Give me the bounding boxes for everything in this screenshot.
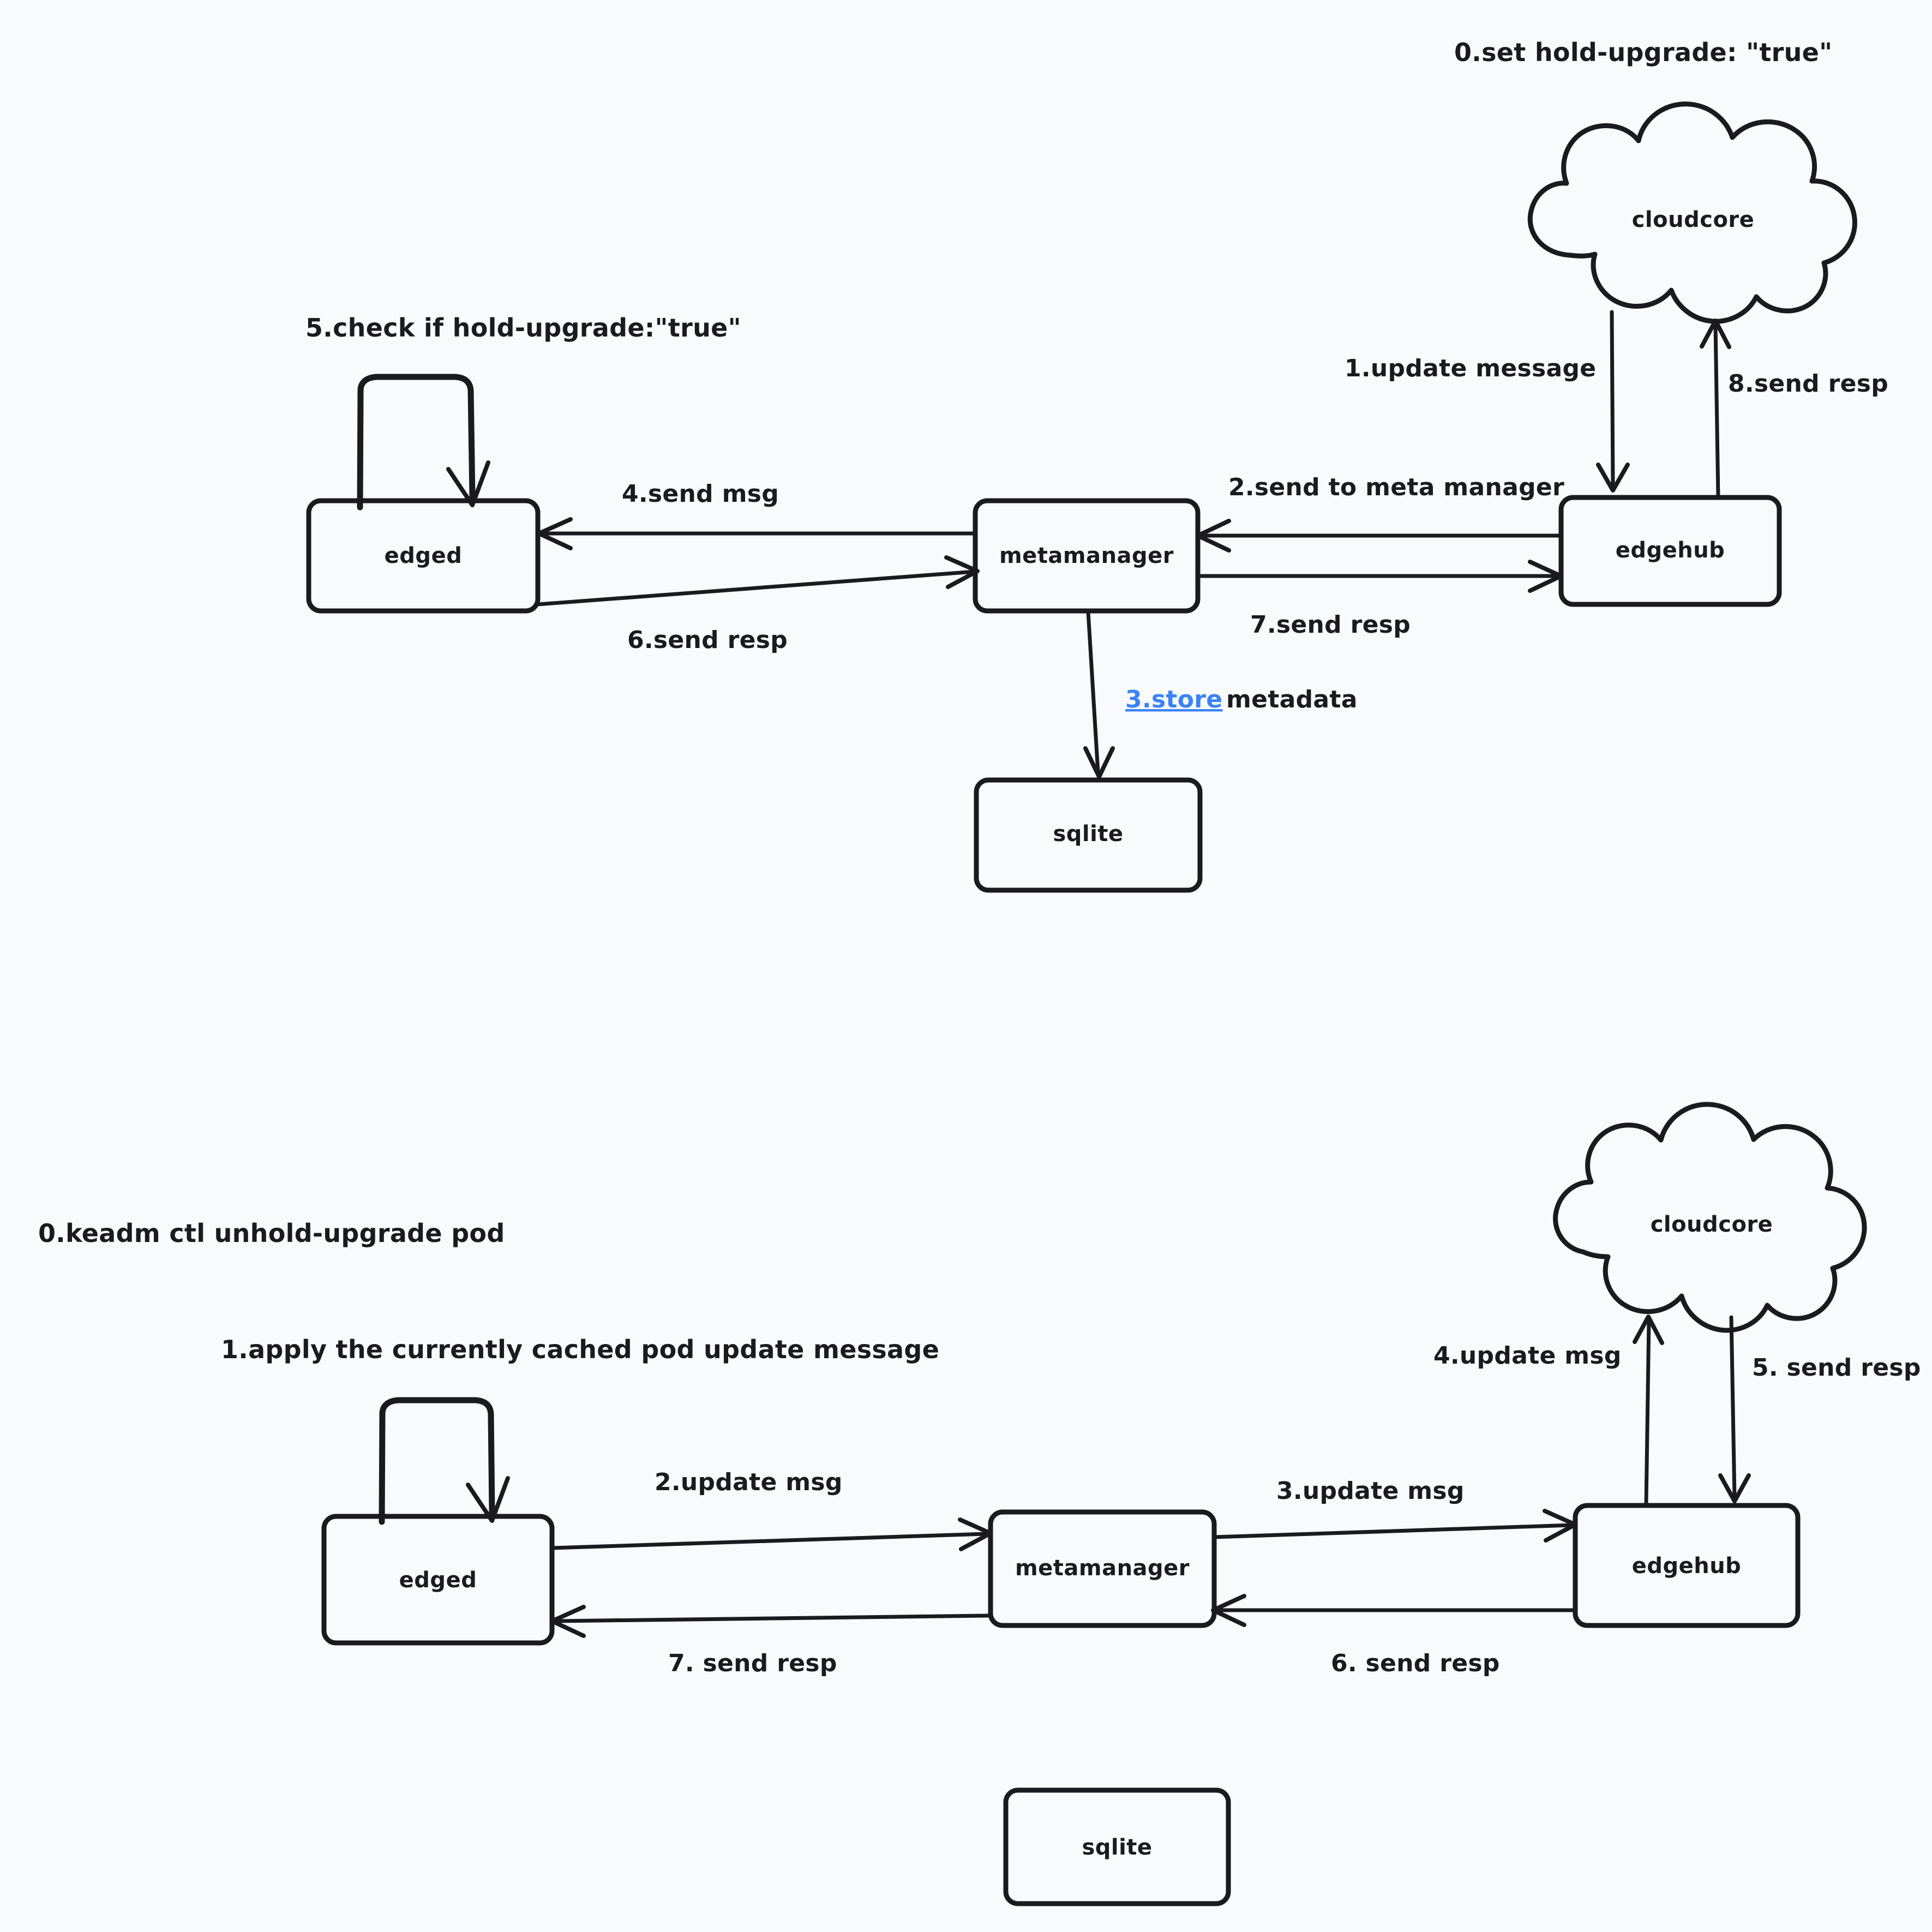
edge-5-check-hold-upgrade-selfloop: 5.check if hold-upgrade:"true": [305, 313, 741, 511]
edge-label-2-update-msg: 2.update msg: [655, 1468, 843, 1496]
edge-label-3-update-msg: 3.update msg: [1276, 1477, 1465, 1505]
edge-1-update-message: 1.update message: [1345, 310, 1630, 493]
node-label-edgehub: edgehub: [1616, 538, 1725, 563]
node-sqlite-bottom[interactable]: sqlite: [1003, 1787, 1231, 1906]
edge-label-4-send-msg: 4.send msg: [622, 480, 779, 508]
node-label-metamanager: metamanager: [999, 543, 1174, 568]
edge-label-7-send-resp: 7. send resp: [668, 1649, 837, 1677]
node-label-cloudcore: cloudcore: [1651, 1212, 1773, 1237]
note-keadm-unhold-upgrade: 0.keadm ctl unhold-upgrade pod: [38, 1219, 505, 1248]
edge-7-send-resp: 7.send resp: [1196, 560, 1563, 639]
node-label-edgehub: edgehub: [1632, 1553, 1742, 1579]
node-cloudcore-top[interactable]: cloudcore: [1527, 101, 1857, 324]
node-edgehub-bottom[interactable]: edgehub: [1573, 1503, 1801, 1628]
edge-8-send-resp: 8.send resp: [1700, 319, 1888, 500]
edge-6-send-resp: 6. send resp: [1211, 1594, 1575, 1677]
edge-label-1-update-message: 1.update message: [1345, 355, 1596, 382]
edge-label-5-send-resp: 5. send resp: [1752, 1354, 1921, 1382]
node-cloudcore-bottom[interactable]: cloudcore: [1553, 1102, 1867, 1333]
node-label-sqlite: sqlite: [1082, 1835, 1152, 1860]
edge-1-apply-cached-pod-selfloop: 1.apply the currently cached pod update …: [221, 1335, 939, 1525]
edge-6-send-resp: 6.send resp: [536, 555, 980, 654]
edge-7-send-resp: 7. send resp: [550, 1605, 991, 1677]
edge-4-send-msg: 4.send msg: [537, 480, 976, 550]
node-edged-bottom[interactable]: edged: [321, 1514, 555, 1646]
node-label-sqlite: sqlite: [1053, 821, 1123, 847]
node-label-edged: edged: [385, 543, 463, 568]
node-label-edged: edged: [399, 1568, 477, 1593]
note-apply-cached-pod-update: 1.apply the currently cached pod update …: [221, 1335, 939, 1364]
edge-label-6-send-resp: 6. send resp: [1331, 1649, 1500, 1677]
edge-4-update-msg: 4.update msg: [1433, 1315, 1664, 1507]
edge-5-send-resp: 5. send resp: [1718, 1315, 1921, 1503]
edge-3-update-msg: 3.update msg: [1212, 1477, 1577, 1543]
edge-2-send-to-meta-manager: 2.send to meta manager: [1196, 473, 1564, 553]
edge-label-2-send-to-meta-manager: 2.send to meta manager: [1228, 473, 1564, 501]
node-label-metamanager: metamanager: [1015, 1556, 1190, 1581]
node-edgehub-top[interactable]: edgehub: [1558, 495, 1782, 607]
node-label-cloudcore: cloudcore: [1632, 207, 1755, 232]
node-metamanager-bottom[interactable]: metamanager: [988, 1509, 1217, 1628]
note-check-hold-upgrade: 5.check if hold-upgrade:"true": [305, 313, 741, 343]
edge-label-7-send-resp: 7.send resp: [1250, 611, 1411, 639]
node-metamanager-top[interactable]: metamanager: [973, 498, 1201, 614]
edge-label-6-send-resp: 6.send resp: [627, 626, 788, 654]
node-edged-top[interactable]: edged: [306, 498, 541, 614]
edge-label-3-metadata: metadata: [1226, 686, 1358, 713]
edge-3-store-metadata: 3.store metadata: [1083, 610, 1358, 779]
edge-label-8-send-resp: 8.send resp: [1728, 370, 1888, 398]
edge-label-3-store-link[interactable]: 3.store: [1125, 686, 1222, 713]
edge-label-4-update-msg: 4.update msg: [1433, 1342, 1622, 1370]
note-set-hold-upgrade: 0.set hold-upgrade: "true": [1454, 38, 1832, 67]
edge-2-update-msg: 2.update msg: [550, 1468, 993, 1551]
node-sqlite-top[interactable]: sqlite: [974, 777, 1203, 893]
